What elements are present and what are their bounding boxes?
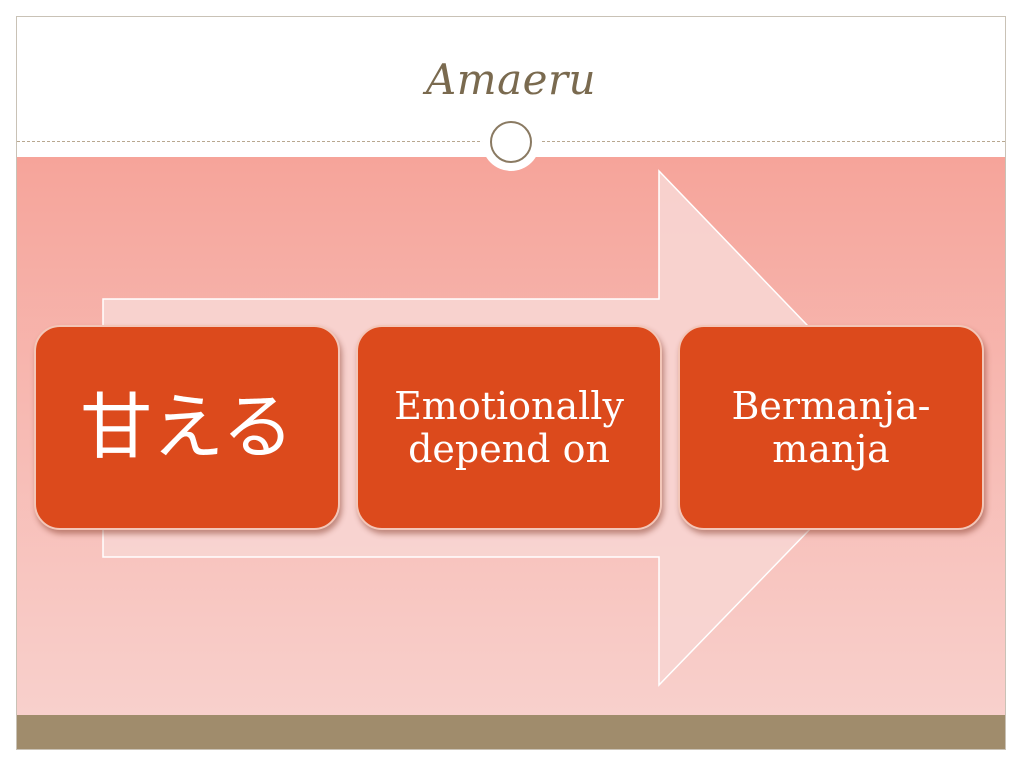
slide: Amaeru 甘える Emotionally depend on Bermanj… (16, 16, 1006, 750)
step-label-indonesian: Bermanja-manja (731, 383, 931, 471)
circle-ornament-icon (482, 113, 540, 171)
slide-title: Amaeru (425, 55, 597, 104)
step-label-kanji: 甘える (80, 384, 294, 469)
footer-bar (17, 715, 1005, 749)
step-box-kanji: 甘える (34, 325, 340, 530)
step-label-english: Emotionally depend on (394, 383, 624, 471)
step-box-english: Emotionally depend on (356, 325, 662, 530)
ornament-ring (490, 121, 532, 163)
step-box-indonesian: Bermanja-manja (678, 325, 984, 530)
